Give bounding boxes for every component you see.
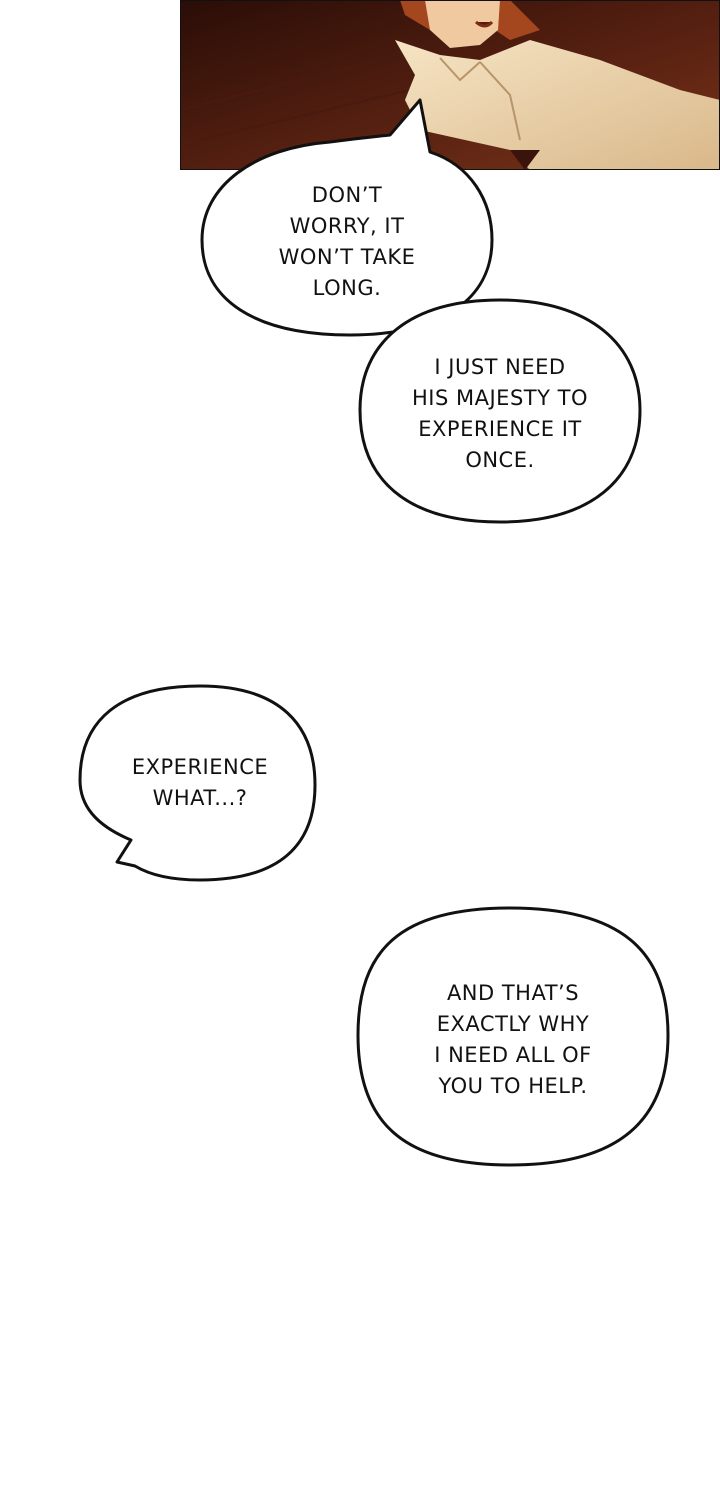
- bubble-1-line-3: WON’T TAKE: [278, 245, 416, 269]
- bubble-2-text: I JUST NEED HIS MAJESTY TO EXPERIENCE IT…: [380, 352, 620, 476]
- bubble-1-line-4: LONG.: [312, 276, 382, 300]
- bubble-4-line-3: I NEED ALL OF: [434, 1043, 592, 1067]
- bubble-1-line-1: DON’T: [311, 183, 383, 207]
- bubble-1-text: DON’T WORRY, IT WON’T TAKE LONG.: [232, 180, 462, 304]
- panel-art: [180, 0, 720, 170]
- bubble-2-line-2: HIS MAJESTY TO: [412, 386, 588, 410]
- bubble-4-text: AND THAT’S EXACTLY WHY I NEED ALL OF YOU…: [393, 978, 633, 1102]
- bubble-4-line-4: YOU TO HELP.: [438, 1074, 588, 1098]
- bubble-2-line-3: EXPERIENCE IT: [418, 417, 582, 441]
- bubble-1-line-2: WORRY, IT: [289, 214, 405, 238]
- bubble-2-line-4: ONCE.: [465, 448, 535, 472]
- bubble-3-line-2: WHAT...?: [152, 786, 248, 810]
- speech-bubble-1: [200, 98, 494, 337]
- bubble-2-line-1: I JUST NEED: [434, 355, 566, 379]
- bubble-3-text: EXPERIENCE WHAT...?: [100, 752, 300, 814]
- shirt-shape: [395, 40, 720, 170]
- speech-bubble-4: [356, 906, 670, 1167]
- comic-panel-illustration: [180, 0, 720, 170]
- face-shape: [425, 0, 500, 48]
- speech-bubble-3: [78, 684, 317, 882]
- bubble-4-line-1: AND THAT’S: [446, 981, 580, 1005]
- bubble-3-line-1: EXPERIENCE: [131, 755, 269, 779]
- speech-bubble-2: [358, 298, 642, 524]
- bubble-4-line-2: EXACTLY WHY: [436, 1012, 590, 1036]
